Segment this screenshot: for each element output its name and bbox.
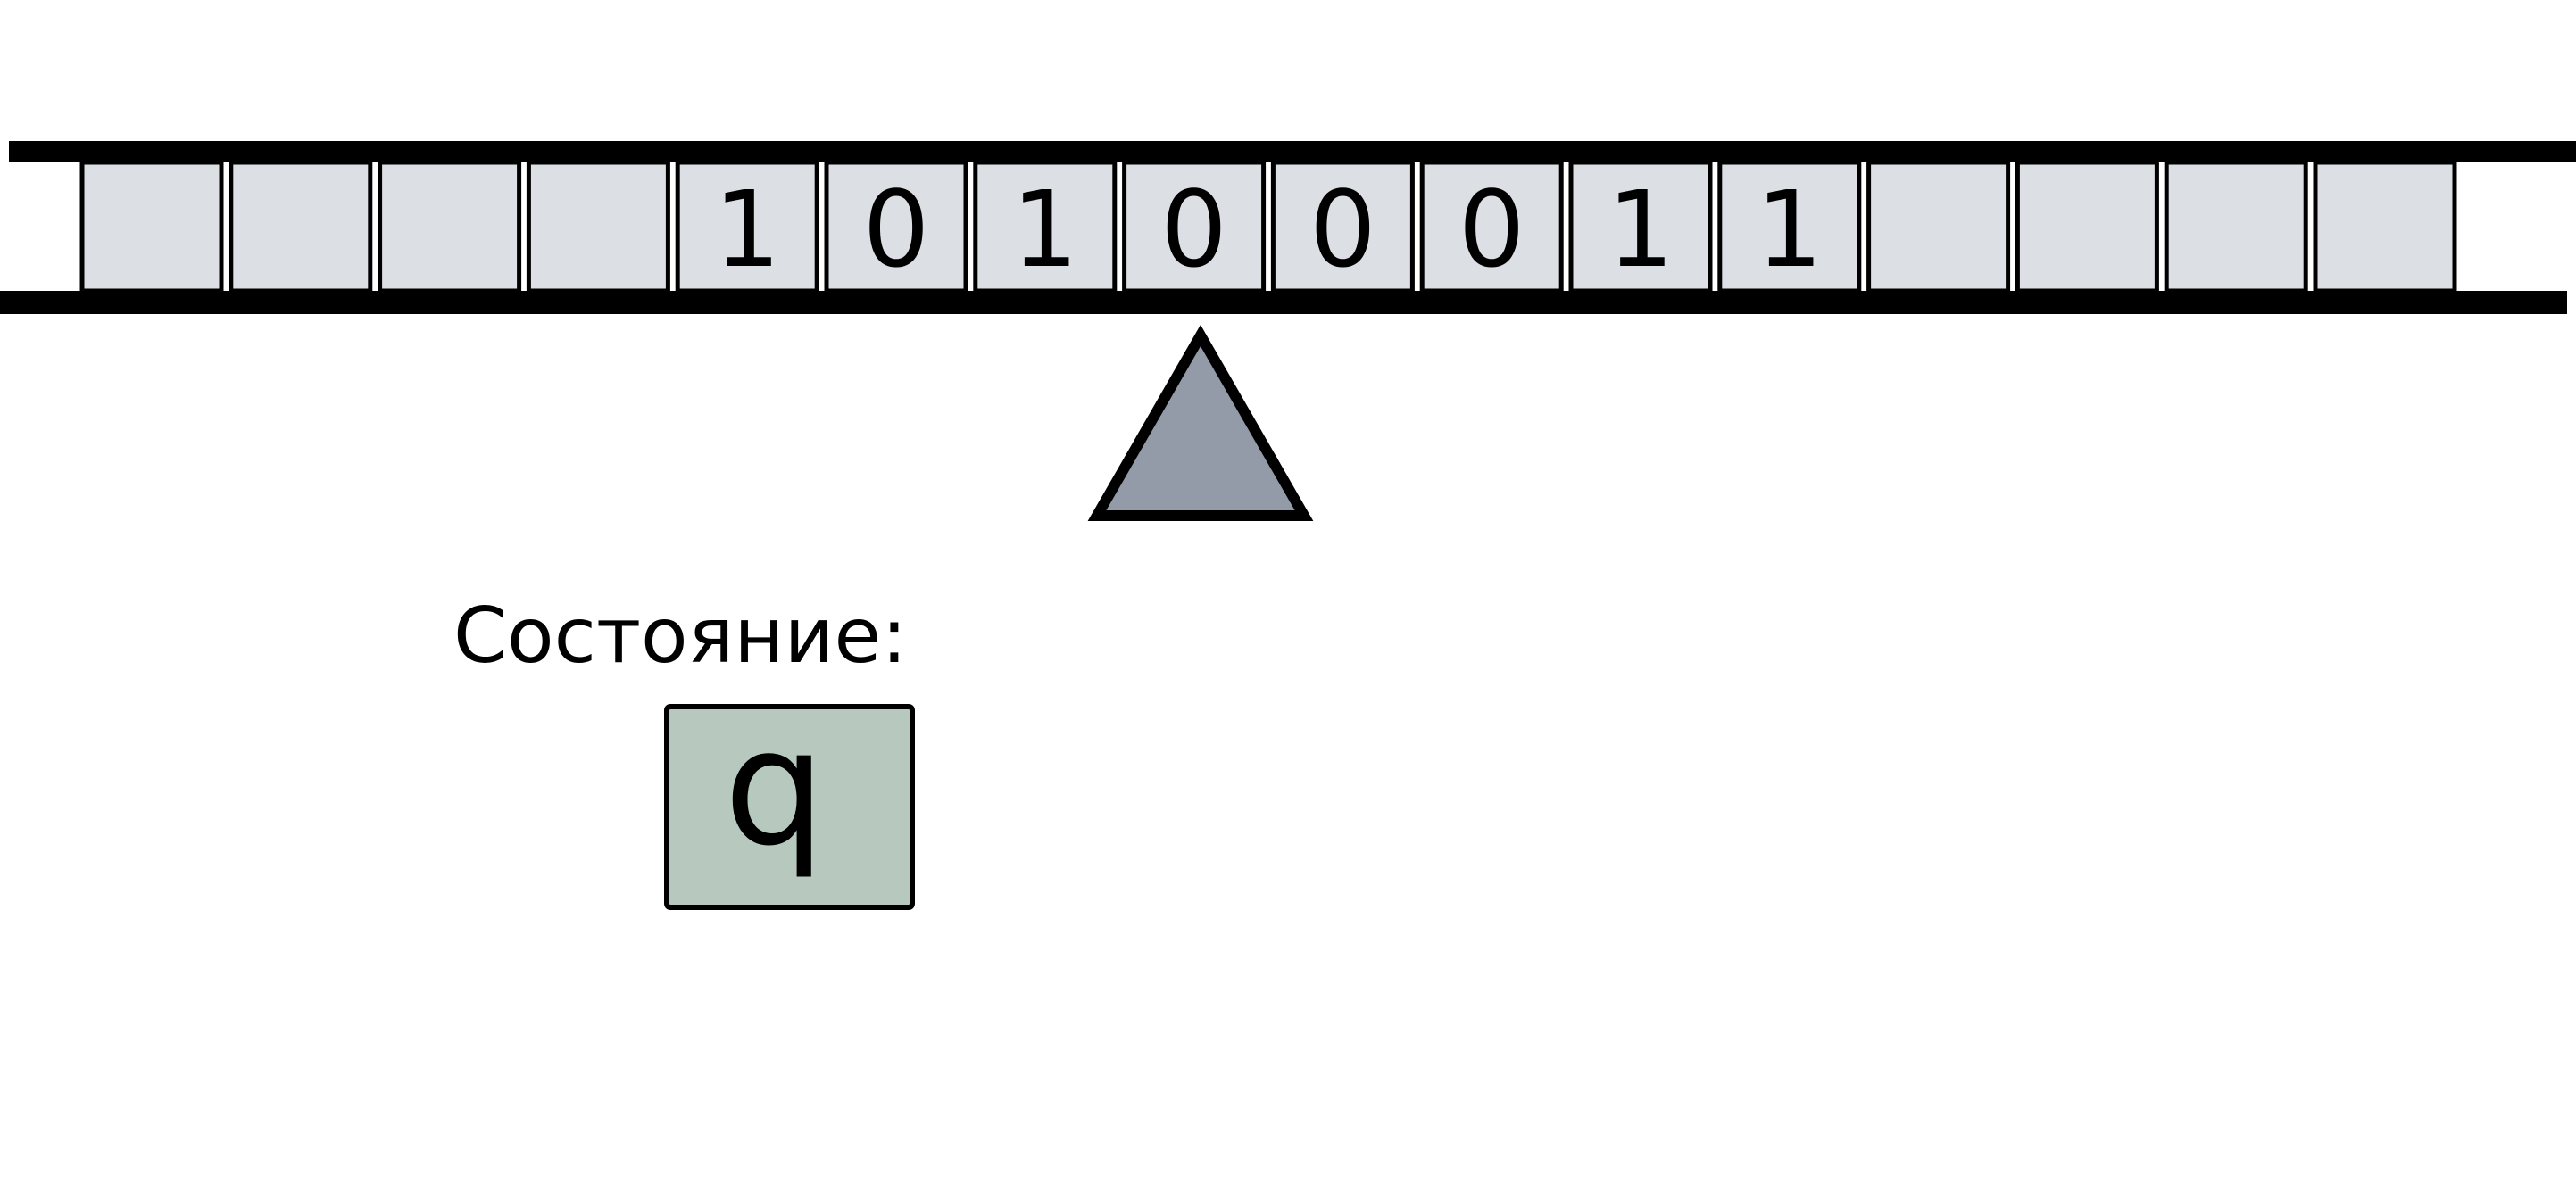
- tape-cell-box: [526, 160, 670, 294]
- tape-cell-box: [973, 160, 1118, 294]
- tape-cell-symbol: 0: [1160, 168, 1227, 291]
- tape-cell-symbol: 1: [1607, 168, 1674, 291]
- state-value: q: [724, 695, 826, 882]
- state-box-frame: [664, 704, 915, 910]
- tape-cell-symbol: 0: [862, 168, 929, 291]
- tape-cell: 1: [1717, 160, 1862, 294]
- tape-cell: 0: [1419, 160, 1564, 294]
- tape-cell: [2164, 160, 2308, 294]
- tape-head-pointer: [1087, 324, 1314, 521]
- tape-cell: 1: [1568, 160, 1713, 294]
- tape-cell-box: [2015, 160, 2159, 294]
- tape-cell: [79, 160, 224, 294]
- tape-cell-box: [1866, 160, 2011, 294]
- tape-cell-box: [229, 160, 373, 294]
- tape-cell-box: [1568, 160, 1713, 294]
- tape-cell-symbol: 1: [1011, 168, 1078, 291]
- tape-cell-box: [79, 160, 224, 294]
- tape-cell-symbol: 1: [714, 168, 781, 291]
- tape-cell: [1866, 160, 2011, 294]
- tape-cell: 1: [973, 160, 1118, 294]
- tape-cell-symbol: 1: [1756, 168, 1823, 291]
- tape-cell-box: [378, 160, 522, 294]
- tape-cell-symbol: 0: [1458, 168, 1525, 291]
- tape-cell: 0: [824, 160, 968, 294]
- tape-cell-box: [1717, 160, 1862, 294]
- tape-bottom-rail: [0, 291, 2567, 314]
- tape-cell-box: [2313, 160, 2457, 294]
- tape-cell-symbol: 0: [1309, 168, 1376, 291]
- tape-cell: 1: [675, 160, 819, 294]
- tape-cell: [526, 160, 670, 294]
- tape-cell: [2313, 160, 2457, 294]
- tape-cell-box: [2164, 160, 2308, 294]
- tape-cell: 0: [1122, 160, 1267, 294]
- tape-cell: [229, 160, 373, 294]
- tape-cell: [378, 160, 522, 294]
- tape-cell: 0: [1270, 160, 1415, 294]
- tape-cell: [2015, 160, 2159, 294]
- tape-cell-box: [1419, 160, 1564, 294]
- state-box: q: [664, 695, 915, 910]
- tape-cell-box: [1122, 160, 1267, 294]
- tape-top-rail: [9, 141, 2576, 162]
- tape-cell-box: [675, 160, 819, 294]
- tape-cell-box: [1270, 160, 1415, 294]
- tape-cell-box: [824, 160, 968, 294]
- state-label: Состояние:: [453, 592, 907, 681]
